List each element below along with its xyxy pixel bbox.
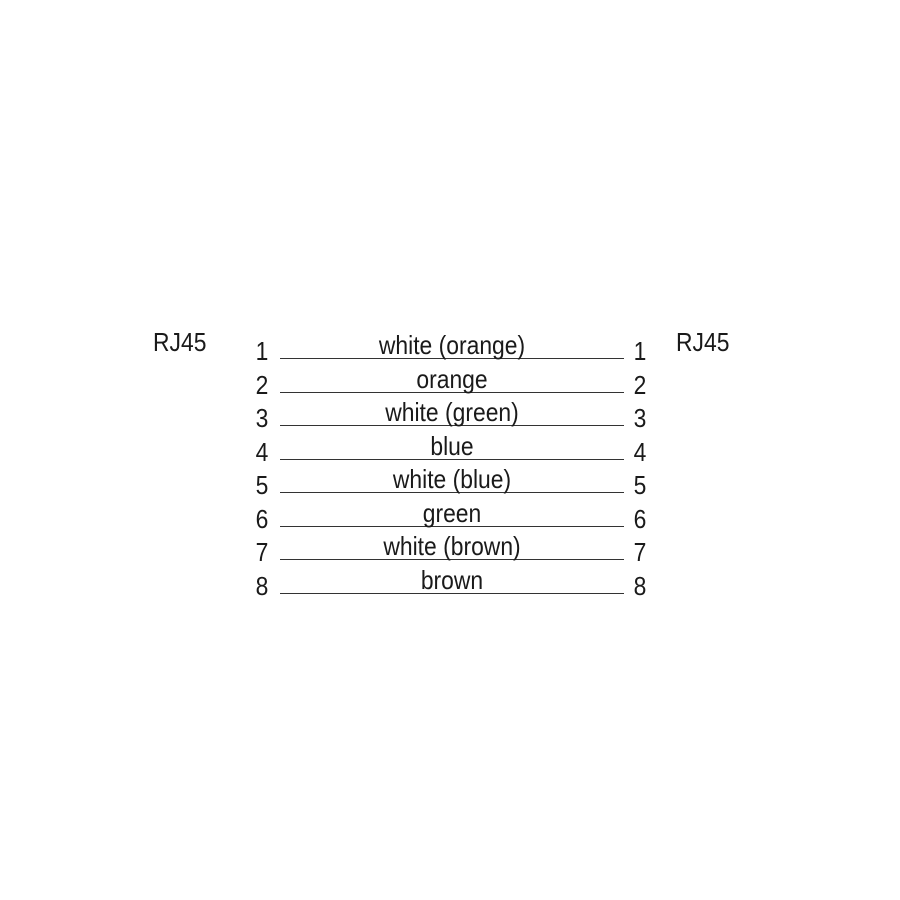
wire-color-label: orange xyxy=(416,364,488,394)
wire-line xyxy=(280,459,624,460)
wire-color-label: brown xyxy=(420,565,484,595)
right-connector-label: RJ45 xyxy=(676,327,730,357)
wire-color-label: white (blue) xyxy=(392,464,512,494)
left-connector-label: RJ45 xyxy=(153,327,207,357)
wire-color-label: green xyxy=(422,498,482,528)
left-pin-number: 1 xyxy=(255,336,269,366)
right-pin-number: 7 xyxy=(633,537,647,567)
wire-line xyxy=(280,425,624,426)
wire-line xyxy=(280,492,624,493)
left-pin-number: 3 xyxy=(255,403,269,433)
right-pin-number: 4 xyxy=(633,437,647,467)
wire-line xyxy=(280,559,624,560)
left-pin-number: 5 xyxy=(255,470,269,500)
left-pin-number: 2 xyxy=(255,370,269,400)
wire-color-label: blue xyxy=(430,431,474,461)
wire-line xyxy=(280,526,624,527)
left-pin-number: 6 xyxy=(255,504,269,534)
wire-line xyxy=(280,358,624,359)
wire-color-label: white (orange) xyxy=(378,330,526,360)
wire-line xyxy=(280,593,624,594)
left-pin-number: 8 xyxy=(255,571,269,601)
wire-color-label: white (green) xyxy=(385,397,519,427)
right-pin-number: 1 xyxy=(633,336,647,366)
right-pin-number: 8 xyxy=(633,571,647,601)
right-pin-number: 3 xyxy=(633,403,647,433)
left-pin-number: 4 xyxy=(255,437,269,467)
wire-line xyxy=(280,392,624,393)
left-pin-number: 7 xyxy=(255,537,269,567)
right-pin-number: 6 xyxy=(633,504,647,534)
right-pin-number: 2 xyxy=(633,370,647,400)
wire-color-label: white (brown) xyxy=(383,531,521,561)
right-pin-number: 5 xyxy=(633,470,647,500)
